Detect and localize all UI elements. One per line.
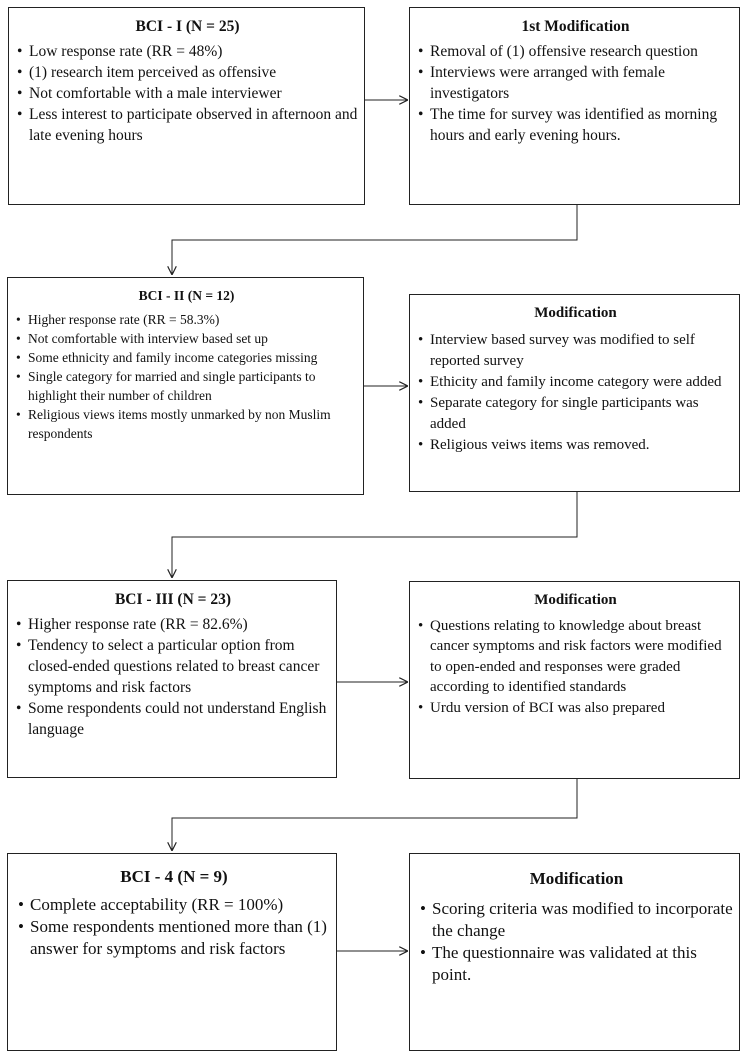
bullet-item: Higher response rate (RR = 82.6%) [16,614,330,635]
bullet-item: Some respondents mentioned more than (1)… [18,916,330,960]
bullet-item: Not comfortable with interview based set… [16,329,357,348]
arrow-mod2-to-bci3 [172,492,578,577]
box-title: Modification [534,592,617,608]
box-list: Scoring criteria was modified to incorpo… [420,898,733,986]
bullet-item: Not comfortable with a male interviewer [17,83,358,104]
bullet-item: Less interest to participate observed in… [17,104,358,146]
box-title: BCI - I (N = 25) [135,18,240,35]
box-modification-2: Modification Interview based survey was … [409,294,740,492]
arrow-mod3-to-bci4 [172,779,578,850]
bullet-item: Separate category for single participant… [418,393,733,435]
bullet-item: Interviews were arranged with female inv… [418,62,733,104]
box-bci-1: BCI - I (N = 25) Low response rate (RR =… [8,7,365,205]
box-list: Questions relating to knowledge about br… [418,616,733,719]
box-title: Modification [529,869,624,888]
box-title: 1st Modification [521,18,630,35]
bullet-item: The time for survey was identified as mo… [418,104,733,146]
box-modification-4: Modification Scoring criteria was modifi… [409,853,740,1051]
bullet-item: Ethicity and family income category were… [418,372,733,393]
arrow-mod1-to-bci2 [172,205,578,274]
bullet-item: Removal of (1) offensive research questi… [418,41,733,62]
box-title: BCI - II (N = 12) [138,288,235,303]
box-title: Modification [534,305,617,321]
bullet-item: Some ethnicity and family income categor… [16,348,357,367]
box-modification-3: Modification Questions relating to knowl… [409,581,740,779]
box-list: Removal of (1) offensive research questi… [418,41,733,146]
box-bci-3: BCI - III (N = 23) Higher response rate … [7,580,337,778]
box-list: Low response rate (RR = 48%)(1) research… [17,41,358,146]
bullet-item: Religious veiws items was removed. [418,435,733,456]
box-list: Higher response rate (RR = 82.6%)Tendenc… [16,614,330,740]
box-modification-1: 1st Modification Removal of (1) offensiv… [409,7,740,205]
bullet-item: Tendency to select a particular option f… [16,635,330,698]
box-list: Complete acceptability (RR = 100%)Some r… [18,894,330,960]
box-bci-4: BCI - 4 (N = 9) Complete acceptability (… [7,853,337,1051]
box-title: BCI - 4 (N = 9) [120,867,228,886]
box-title: BCI - III (N = 23) [114,591,232,608]
bullet-item: Urdu version of BCI was also prepared [418,698,733,719]
bullet-item: Scoring criteria was modified to incorpo… [420,898,733,942]
bullet-item: Complete acceptability (RR = 100%) [18,894,330,916]
box-list: Higher response rate (RR = 58.3%)Not com… [16,310,357,443]
bullet-item: Some respondents could not understand En… [16,698,330,740]
bullet-item: (1) research item perceived as offensive [17,62,358,83]
box-list: Interview based survey was modified to s… [418,330,733,456]
bullet-item: Religious views items mostly unmarked by… [16,405,357,443]
bullet-item: Single category for married and single p… [16,367,357,405]
bullet-item: The questionnaire was validated at this … [420,942,733,986]
bullet-item: Higher response rate (RR = 58.3%) [16,310,357,329]
bullet-item: Questions relating to knowledge about br… [418,616,733,698]
bullet-item: Interview based survey was modified to s… [418,330,733,372]
box-bci-2: BCI - II (N = 12) Higher response rate (… [7,277,364,495]
bullet-item: Low response rate (RR = 48%) [17,41,358,62]
